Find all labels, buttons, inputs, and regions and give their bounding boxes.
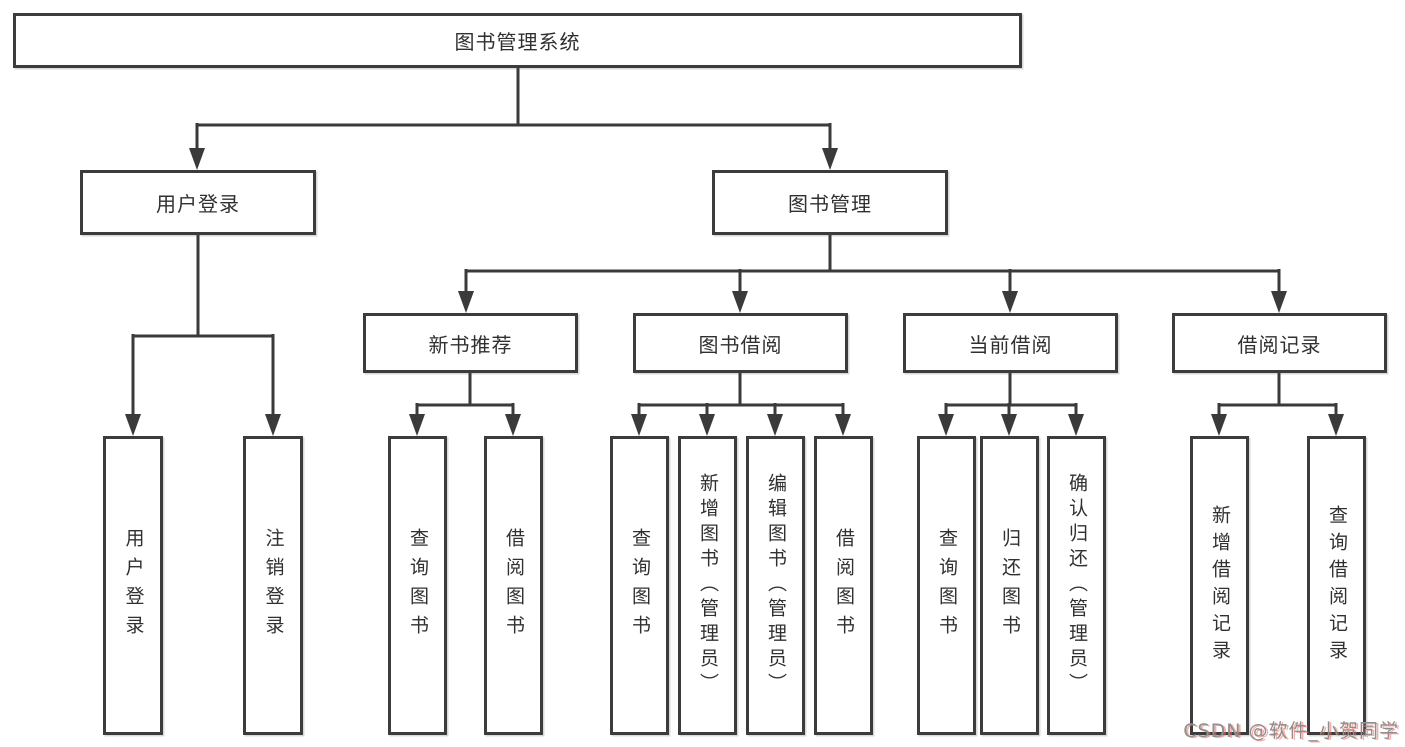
- node-add-borrow-record: 新增借阅记录: [1190, 436, 1249, 735]
- node-current-borrowing: 当前借阅: [903, 313, 1118, 373]
- node-query-book-recommend: 查询图书: [388, 436, 447, 735]
- node-query-book-current: 查询图书: [917, 436, 976, 735]
- node-user-login: 用户登录: [80, 170, 316, 235]
- node-confirm-return-admin: 确认归还（管理员）: [1047, 436, 1106, 735]
- node-borrowing-records: 借阅记录: [1172, 313, 1387, 373]
- node-library-management-system: 图书管理系统: [13, 13, 1022, 68]
- node-return-book: 归还图书: [980, 436, 1039, 735]
- node-add-book-admin: 新增图书（管理员）: [678, 436, 737, 735]
- node-new-book-recommend: 新书推荐: [363, 313, 578, 373]
- node-borrow-book-recommend: 借阅图书: [484, 436, 543, 735]
- node-edit-book-admin: 编辑图书（管理员）: [746, 436, 805, 735]
- csdn-watermark: CSDN @软件_小贺同学: [1183, 720, 1399, 742]
- node-query-book-borrowing: 查询图书: [610, 436, 669, 735]
- node-borrow-book-borrowing: 借阅图书: [814, 436, 873, 735]
- node-user-login-leaf: 用户登录: [103, 436, 163, 735]
- node-book-borrowing: 图书借阅: [633, 313, 848, 373]
- node-book-management: 图书管理: [712, 170, 948, 235]
- node-query-borrow-record: 查询借阅记录: [1307, 436, 1366, 735]
- node-logout: 注销登录: [243, 436, 303, 735]
